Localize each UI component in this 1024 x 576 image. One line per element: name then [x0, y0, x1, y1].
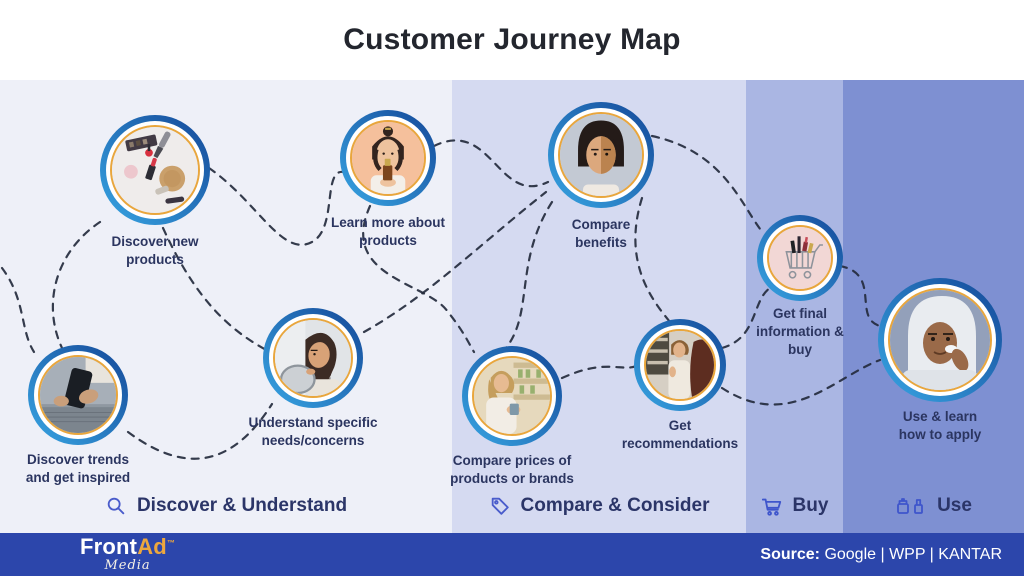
trademark-symbol: ™: [166, 538, 176, 548]
journey-node-compare-prices: Compare prices of products or brands: [450, 346, 574, 486]
node-label: Learn more about products: [330, 215, 446, 249]
cosmetics-jar-and-bottle-icon: [897, 498, 923, 514]
photo-mini-cart-with-cosmetics: [767, 225, 833, 291]
node-ring: [263, 308, 363, 408]
node-label: Compare prices of products or brands: [450, 453, 574, 487]
header: Customer Journey Map: [0, 0, 1024, 80]
stage-label-buy: Buy: [746, 495, 843, 517]
frontad-media-logo: FrontAd™ Media: [80, 533, 176, 573]
shopping-cart-icon: [761, 498, 781, 516]
magnifier-icon: [107, 497, 125, 515]
journey-node-get-final-info-buy: Get final information & buy: [756, 215, 844, 357]
journey-node-discover-new-products: Discover new products: [100, 115, 210, 267]
node-label: Understand specific needs/concerns: [248, 415, 378, 449]
photo-woman-shopping-in-store: [472, 356, 552, 436]
node-ring: [100, 115, 210, 225]
source-label: Source:: [760, 545, 820, 563]
node-ring: [878, 278, 1002, 402]
stage-text: Compare & Consider: [520, 495, 710, 516]
photo-woman-face-before-after: [558, 112, 644, 198]
stage-label-use: Use: [843, 495, 1024, 517]
journey-node-learn-more: Learn more about products: [331, 110, 445, 248]
node-label: Compare benefits: [571, 217, 631, 251]
journey-node-compare-benefits: Compare benefits: [548, 102, 654, 250]
source-value: Google | WPP | KANTAR: [824, 545, 1002, 563]
node-ring: [28, 345, 128, 445]
journey-node-discover-trends: Discover trends and get inspired: [26, 345, 130, 485]
stage-label-compare-consider: Compare & Consider: [452, 495, 746, 517]
node-label: Get recommendations: [621, 418, 739, 452]
node-label: Use & learn how to apply: [898, 409, 982, 443]
brand-name: FrontAd™: [80, 533, 176, 559]
photo-woman-holding-serum-bottle: [350, 120, 426, 196]
node-label: Get final information & buy: [756, 306, 844, 358]
node-ring: [757, 215, 843, 301]
brand-front: FrontAd: [80, 533, 167, 559]
stage-text: Discover & Understand: [136, 495, 348, 516]
journey-node-understand-needs: Understand specific needs/concerns: [248, 308, 378, 448]
brand-subtitle: Media: [104, 557, 151, 573]
source-attribution: Source: Google | WPP | KANTAR: [760, 546, 1002, 564]
stage-text: Buy: [792, 495, 829, 516]
page-title: Customer Journey Map: [343, 23, 681, 56]
node-label: Discover new products: [111, 234, 199, 268]
photo-person-browsing-phone-over-laptop: [38, 355, 118, 435]
photo-woman-applying-face-cream: [888, 288, 992, 392]
photo-woman-looking-in-mirror: [273, 318, 353, 398]
node-ring: [548, 102, 654, 208]
price-tag-icon: [491, 497, 509, 515]
photo-makeup-flatlay: [110, 125, 200, 215]
journey-node-get-recommendations: Get recommendations: [622, 319, 738, 451]
photo-women-consulting-in-store: [644, 329, 716, 401]
footer-bar: FrontAd™ Media Source: Google | WPP | KA…: [0, 533, 1024, 576]
node-ring: [462, 346, 562, 446]
node-ring: [634, 319, 726, 411]
node-label: Discover trends and get inspired: [25, 452, 131, 486]
stage-label-discover-understand: Discover & Understand: [0, 495, 452, 517]
node-ring: [340, 110, 436, 206]
journey-node-use-learn-apply: Use & learn how to apply: [878, 278, 1002, 442]
stage-text: Use: [937, 495, 972, 516]
